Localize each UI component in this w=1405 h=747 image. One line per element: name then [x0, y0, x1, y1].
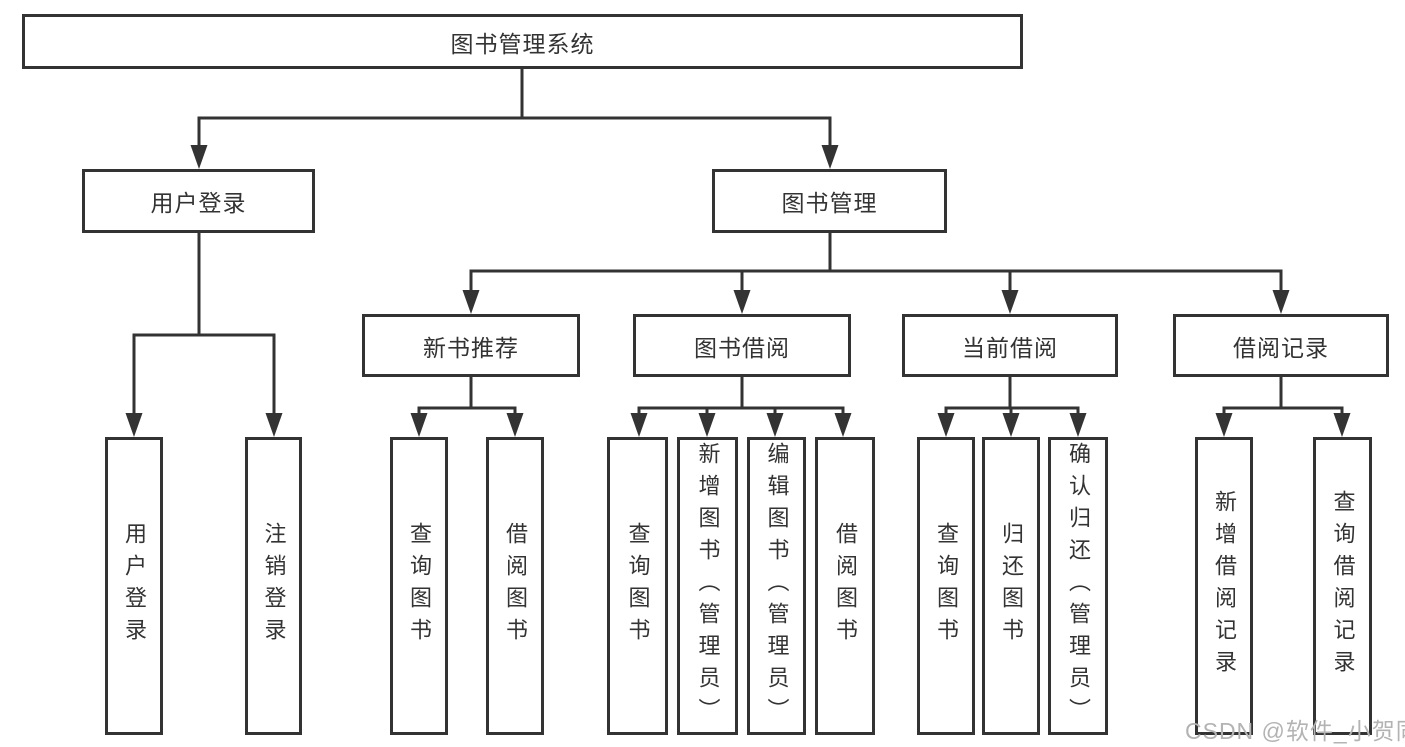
leaf-borrow-edit-books-admin: 编辑图书（管理员） [747, 437, 806, 735]
leaf-label: 新增图书（管理员） [695, 442, 721, 730]
leaf-label: 查询图书 [407, 522, 432, 650]
leaf-records-query-record: 查询借阅记录 [1313, 437, 1372, 735]
leaf-label: 编辑图书（管理员） [764, 442, 790, 730]
leaf-newrec-borrow-books: 借阅图书 [486, 437, 544, 735]
node-book-borrowing: 图书借阅 [633, 314, 851, 377]
leaf-newrec-query-books: 查询图书 [390, 437, 448, 735]
leaf-label: 注销登录 [261, 522, 287, 650]
leaf-label: 新增借阅记录 [1212, 490, 1237, 682]
leaf-label: 借阅图书 [503, 522, 528, 650]
leaf-label: 确认归还（管理员） [1066, 442, 1091, 730]
node-book-management: 图书管理 [712, 169, 947, 233]
leaf-borrow-add-books-admin: 新增图书（管理员） [677, 437, 738, 735]
leaf-label: 用户登录 [122, 522, 147, 650]
leaf-current-query-books: 查询图书 [917, 437, 975, 735]
leaf-user-login: 用户登录 [105, 437, 163, 735]
leaf-records-add-record: 新增借阅记录 [1195, 437, 1253, 735]
leaf-borrow-query-books: 查询图书 [607, 437, 668, 735]
node-current-borrowing: 当前借阅 [902, 314, 1118, 377]
leaf-borrow-borrow-books: 借阅图书 [815, 437, 875, 735]
node-user-login: 用户登录 [82, 169, 315, 233]
leaf-current-confirm-return-admin: 确认归还（管理员） [1048, 437, 1108, 735]
leaf-label: 查询图书 [934, 522, 959, 650]
leaf-current-return-books: 归还图书 [982, 437, 1040, 735]
node-new-book-recommendation: 新书推荐 [362, 314, 580, 377]
node-root: 图书管理系统 [22, 14, 1023, 69]
branch-root [190, 67, 839, 169]
leaf-logout: 注销登录 [245, 437, 302, 735]
branch-book-borrowing [630, 375, 852, 437]
node-borrowing-records: 借阅记录 [1173, 314, 1389, 377]
leaf-label: 借阅图书 [833, 522, 858, 650]
leaf-label: 归还图书 [999, 522, 1024, 650]
leaf-label: 查询借阅记录 [1330, 490, 1356, 682]
branch-current-borrowing [937, 375, 1087, 437]
branch-book-management [462, 231, 1290, 314]
branch-new-book-recommendation [410, 375, 524, 437]
branch-borrowing-records [1215, 375, 1351, 437]
branch-user-login [125, 231, 283, 437]
watermark: CSDN @软件_小贺同学 [1185, 718, 1405, 744]
leaf-label: 查询图书 [625, 522, 651, 650]
